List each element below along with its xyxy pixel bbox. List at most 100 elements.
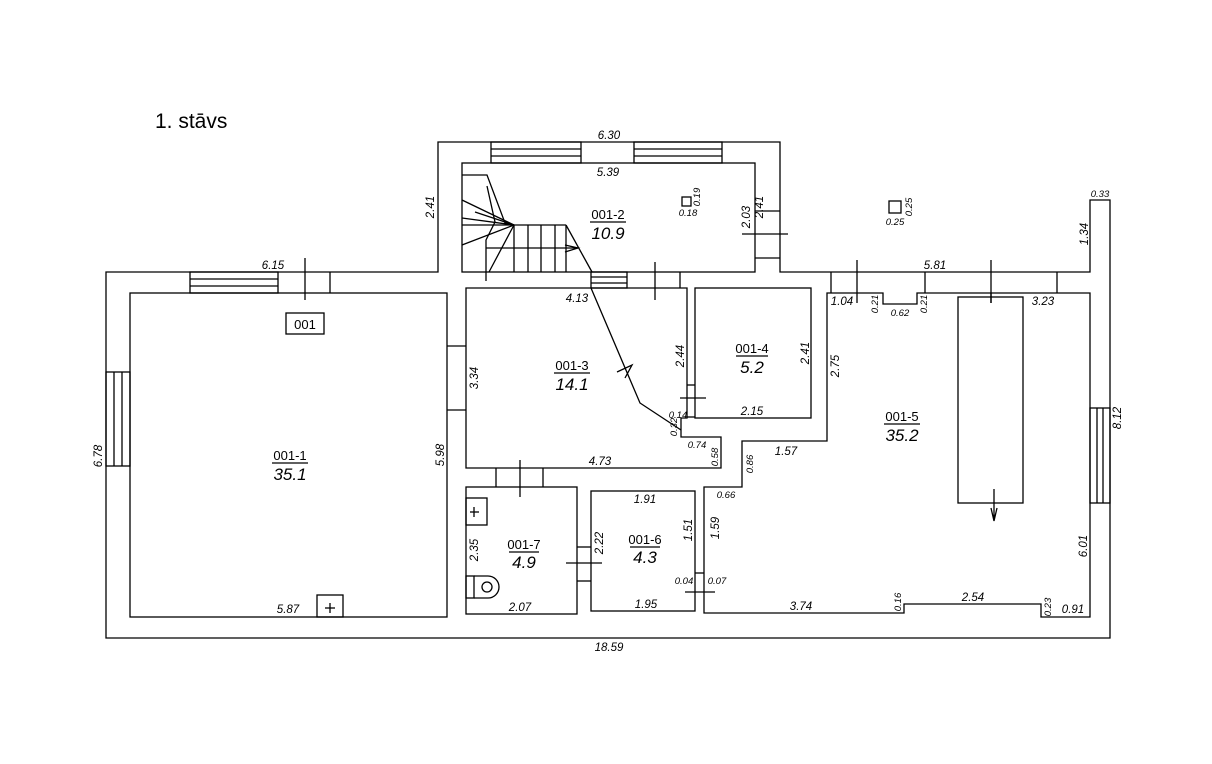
dimension: 0.21 xyxy=(919,295,930,314)
dimension: 5.39 xyxy=(597,167,620,179)
dimension: 3.74 xyxy=(790,601,812,613)
room-label-001-6: 001-6 4.3 xyxy=(628,532,661,567)
dimension: 1.34 xyxy=(1079,223,1091,245)
dimension: 2.44 xyxy=(675,345,687,368)
room-area: 35.2 xyxy=(885,426,919,445)
room-label-001-3: 001-3 14.1 xyxy=(554,358,590,394)
dimension: 2.07 xyxy=(508,602,532,614)
dimension: 5.98 xyxy=(435,443,447,466)
dimension: 0.74 xyxy=(688,440,707,451)
dimension: 2.03 xyxy=(741,205,753,229)
dimension: 2.41 xyxy=(800,342,812,365)
dimension: 5.87 xyxy=(277,604,300,616)
window xyxy=(189,271,279,294)
washbasin-icon xyxy=(465,497,488,526)
dimension: 2.75 xyxy=(830,354,842,378)
room-id: 001-3 xyxy=(555,358,588,373)
room-area: 4.3 xyxy=(633,548,657,567)
dimension: 0.19 xyxy=(692,187,703,206)
stair-opening xyxy=(590,271,628,289)
dimension: 8.12 xyxy=(1112,406,1124,429)
dimension: 2.15 xyxy=(740,406,764,418)
dimension: 2.41 xyxy=(754,196,766,219)
dimension: 2.41 xyxy=(425,196,437,219)
room-area: 10.9 xyxy=(591,224,625,243)
apartment-label: 001 xyxy=(294,317,316,332)
room-label-001-5: 001-5 35.2 xyxy=(884,409,920,445)
arrow-icon xyxy=(990,489,998,522)
dimension: 0.25 xyxy=(886,217,905,228)
dimension: 4.13 xyxy=(566,293,589,305)
dimension: 5.81 xyxy=(924,260,946,272)
dimension: 6.78 xyxy=(93,444,105,467)
small-vertical-dimension-labels: 0.19 0.25 0.21 0.21 0.32 0.58 0.86 0.16 … xyxy=(669,187,1054,616)
dimension: 0.66 xyxy=(717,490,736,501)
dimension: 0.86 xyxy=(745,454,756,473)
room-id: 001-7 xyxy=(507,537,540,552)
dimension: 0.91 xyxy=(1062,604,1084,616)
room-001-3-outline xyxy=(465,287,722,469)
dimension: 4.73 xyxy=(589,456,612,468)
dimension: 0.25 xyxy=(904,197,915,216)
room-label-001-7: 001-7 4.9 xyxy=(507,537,540,572)
dimension: 0.23 xyxy=(1043,597,1054,616)
dimension: 2.54 xyxy=(961,592,984,604)
room-001-6-outline xyxy=(590,490,696,612)
room-id: 001-5 xyxy=(885,409,918,424)
dimension: 0.07 xyxy=(708,576,727,587)
vertical-dimension-labels: 2.41 2.41 2.03 6.78 5.98 3.34 2.44 2.41 … xyxy=(93,196,1124,562)
dimension: 0.16 xyxy=(893,592,904,611)
dimension: 0.32 xyxy=(669,417,680,436)
chimney-icon xyxy=(888,200,902,214)
room-area: 35.1 xyxy=(273,465,306,484)
dimension: 1.57 xyxy=(775,446,798,458)
room-id: 001-2 xyxy=(591,207,624,222)
dimension: 1.51 xyxy=(683,519,695,541)
dimension: 0.04 xyxy=(675,576,694,587)
dimension: 6.30 xyxy=(598,130,621,142)
floor-drain-icon xyxy=(316,594,344,618)
room-id: 001-6 xyxy=(628,532,661,547)
window xyxy=(105,371,131,467)
dimension: 0.33 xyxy=(1091,189,1110,200)
dimension: 6.15 xyxy=(262,260,285,272)
dimension-labels: 6.30 5.39 6.15 5.87 4.13 4.73 2.15 5.81 … xyxy=(262,130,1084,654)
dimension: 3.34 xyxy=(469,367,481,389)
small-dimension-labels: 0.18 0.25 0.33 0.62 0.14 0.74 0.66 0.04 … xyxy=(669,189,1110,587)
room-area: 14.1 xyxy=(555,375,588,394)
dimension: 6.01 xyxy=(1078,535,1090,557)
window xyxy=(490,141,723,164)
room-label-001-4: 001-4 5.2 xyxy=(735,341,768,377)
dimension: 2.35 xyxy=(469,538,481,562)
room-label-001-2: 001-2 10.9 xyxy=(590,207,626,243)
door-openings xyxy=(304,210,1058,593)
dimension: 1.59 xyxy=(710,516,722,539)
dimension: 2.22 xyxy=(594,531,606,555)
dimension: 0.18 xyxy=(679,208,698,219)
outer-wall xyxy=(105,141,1111,639)
dimension: 1.95 xyxy=(635,599,658,611)
dimension: 0.62 xyxy=(891,308,910,319)
room-001-4-outline xyxy=(694,287,812,419)
kitchen-counter xyxy=(957,296,1024,504)
floor-title: 1. stāvs xyxy=(155,110,227,133)
room-label-001-1: 001-1 35.1 xyxy=(272,448,308,484)
toilet-icon xyxy=(465,575,500,599)
room-001-5-outline xyxy=(703,292,1091,618)
room-id: 001-1 xyxy=(273,448,306,463)
dimension: 0.14 xyxy=(669,410,688,421)
staircase-icon xyxy=(461,174,682,431)
room-area: 5.2 xyxy=(740,358,764,377)
room-001-7-outline xyxy=(465,486,578,615)
dimension: 18.59 xyxy=(595,642,624,654)
dimension: 1.04 xyxy=(831,296,853,308)
window xyxy=(1089,407,1111,504)
dimension: 1.91 xyxy=(634,494,656,506)
dimension: 3.23 xyxy=(1032,296,1055,308)
dimension: 0.58 xyxy=(710,447,721,466)
apartment-label-box xyxy=(285,312,325,335)
dimension: 0.21 xyxy=(870,295,881,314)
room-id: 001-4 xyxy=(735,341,768,356)
